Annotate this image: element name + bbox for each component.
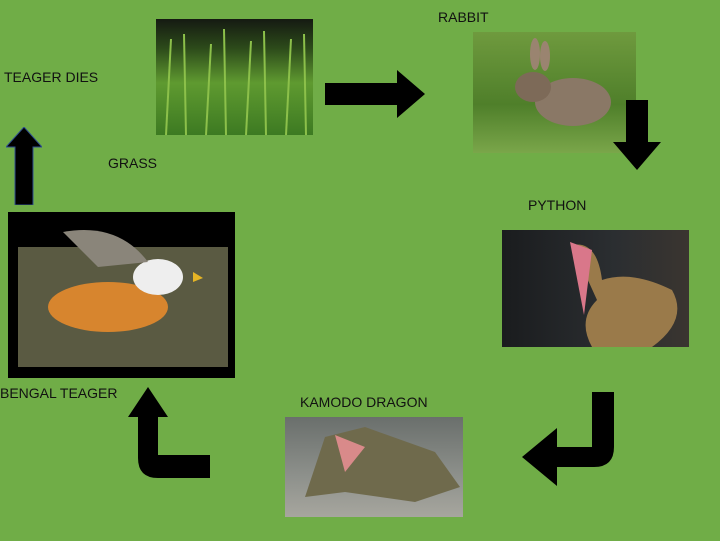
label-python: PYTHON — [528, 197, 587, 213]
rabbit-image — [473, 32, 636, 153]
label-rabbit: RABBIT — [438, 9, 489, 25]
arrow-curve-up-icon — [128, 387, 210, 478]
label-grass: GRASS — [108, 155, 158, 171]
komodo-dragon-image — [285, 417, 463, 517]
arrow-curve-down-left-icon — [522, 392, 614, 486]
arrow-right-icon — [325, 70, 425, 118]
label-bengal-teager: BENGAL TEAGER — [0, 385, 118, 401]
grass-image — [156, 19, 313, 135]
arrow-up-icon — [6, 127, 42, 205]
label-teager-dies: TEAGER DIES — [4, 69, 99, 85]
python-image — [502, 230, 689, 347]
arrow-down-icon — [613, 100, 661, 170]
bengal-teager-image — [8, 212, 235, 378]
label-komodo-dragon: KAMODO DRAGON — [300, 394, 428, 410]
